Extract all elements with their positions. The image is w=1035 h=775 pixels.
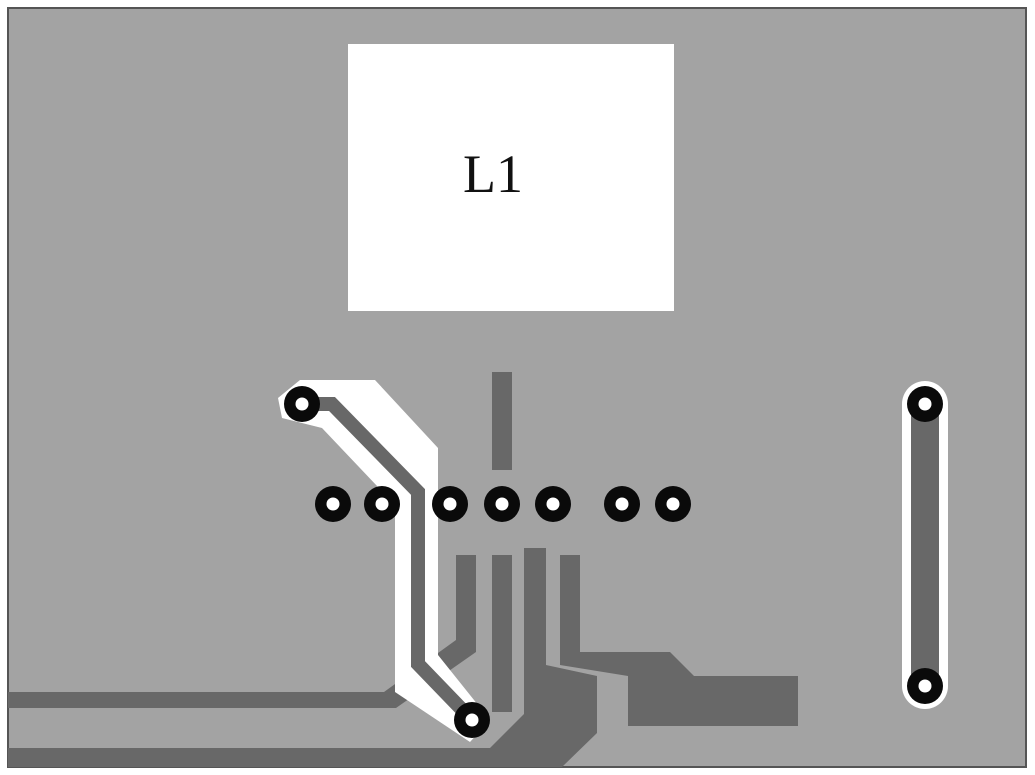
through-hole-pad — [284, 386, 320, 422]
through-hole-pad — [432, 486, 468, 522]
pad-drill-hole — [326, 497, 340, 511]
pad-drill-hole — [666, 497, 680, 511]
trace-middle-vertical — [492, 555, 512, 712]
pad-drill-hole — [495, 497, 509, 511]
pads-group — [284, 386, 943, 738]
pad-drill-hole — [918, 397, 932, 411]
through-hole-pad — [484, 486, 520, 522]
trace-upper-stub — [492, 372, 512, 470]
pad-drill-hole — [465, 713, 479, 727]
inductor-footprint — [348, 44, 674, 311]
trace-diagonal-route — [302, 397, 478, 725]
trace-left-bus — [8, 555, 476, 708]
through-hole-pad — [907, 386, 943, 422]
component-ref-label: L1 — [463, 144, 523, 204]
through-hole-pad — [907, 668, 943, 704]
through-hole-pad — [655, 486, 691, 522]
pad-drill-hole — [295, 397, 309, 411]
pad-drill-hole — [375, 497, 389, 511]
through-hole-pad — [604, 486, 640, 522]
pad-drill-hole — [918, 679, 932, 693]
pad-drill-hole — [615, 497, 629, 511]
pad-drill-hole — [546, 497, 560, 511]
trace-bottom-bus — [8, 548, 597, 767]
through-hole-pad — [454, 702, 490, 738]
through-hole-pad — [315, 486, 351, 522]
pad-drill-hole — [443, 497, 457, 511]
through-hole-pad — [364, 486, 400, 522]
clearance-zone-left — [278, 380, 490, 742]
through-hole-pad — [535, 486, 571, 522]
trace-right-stepped — [560, 555, 798, 726]
